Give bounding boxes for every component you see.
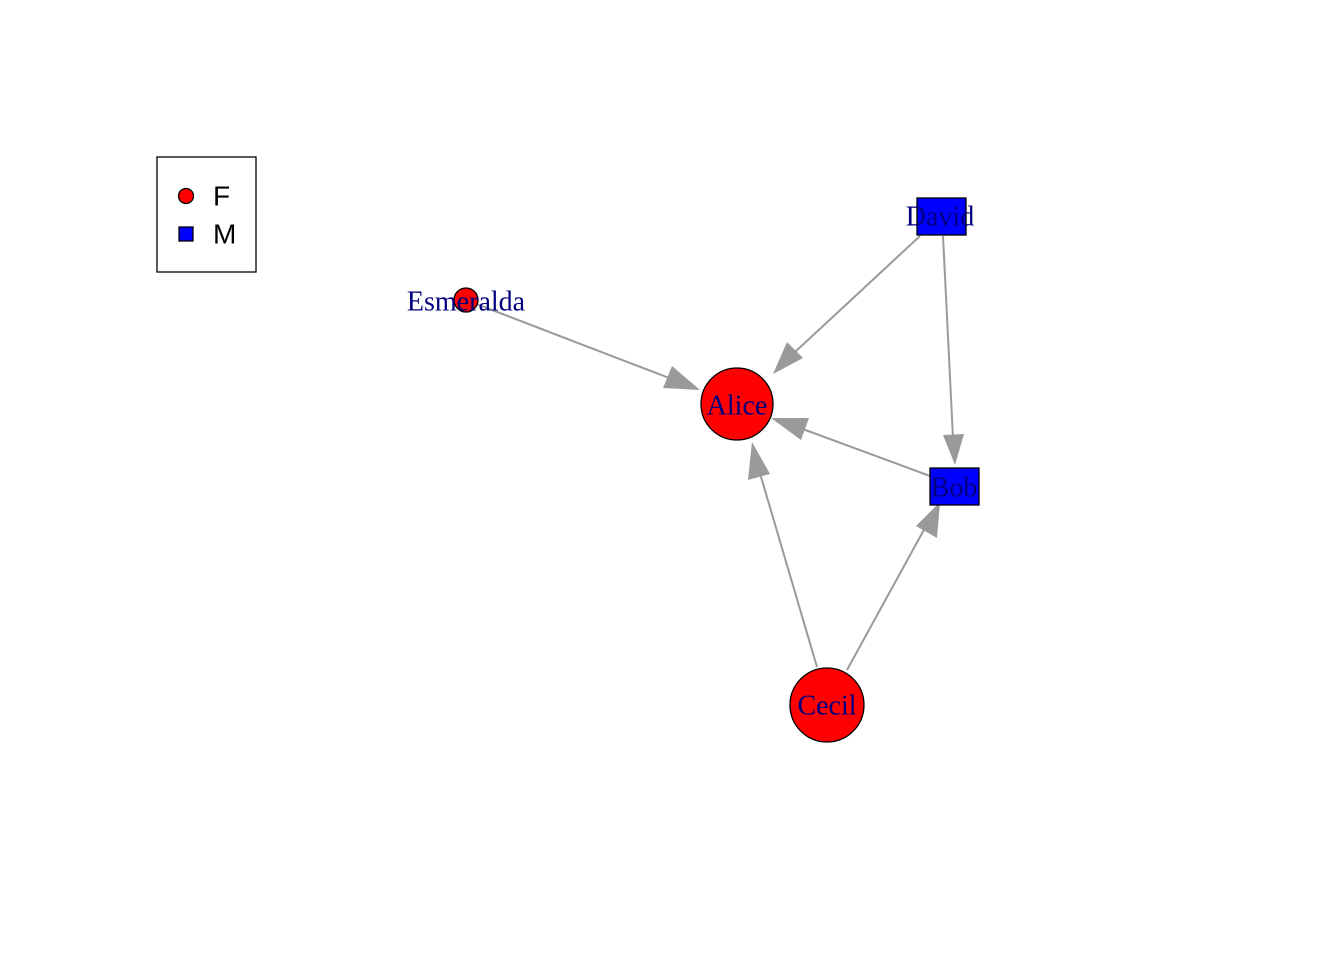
- legend-label-m: M: [213, 219, 236, 250]
- node-label-esmeralda: Esmeralda: [407, 287, 526, 318]
- node-bob: Bob: [929, 467, 980, 506]
- edge-cecil-alice: [748, 442, 818, 668]
- edge-cecil-bob: [846, 502, 940, 671]
- edge-david-alice: [773, 235, 921, 374]
- legend-box: [156, 156, 257, 273]
- legend-label-f: F: [213, 181, 230, 212]
- edge-bob-alice: [771, 418, 931, 477]
- node-alice: Alice: [700, 367, 774, 441]
- node-label-alice: Alice: [707, 391, 768, 422]
- node-esmeralda: Esmeralda: [407, 287, 526, 318]
- node-label-cecil: Cecil: [797, 691, 856, 722]
- nodes: Esmeralda David Alice Bob Cecil: [407, 197, 980, 743]
- edges: [465, 235, 964, 671]
- edge-david-bob: [942, 235, 964, 465]
- legend-marker-f: [177, 187, 195, 205]
- edge-esmeralda-alice: [465, 299, 700, 390]
- node-label-bob: Bob: [931, 473, 978, 504]
- node-david: David: [906, 197, 974, 236]
- node-cecil: Cecil: [789, 667, 865, 743]
- node-label-david: David: [906, 202, 974, 233]
- legend: F M: [156, 156, 257, 273]
- legend-marker-m: [178, 226, 194, 242]
